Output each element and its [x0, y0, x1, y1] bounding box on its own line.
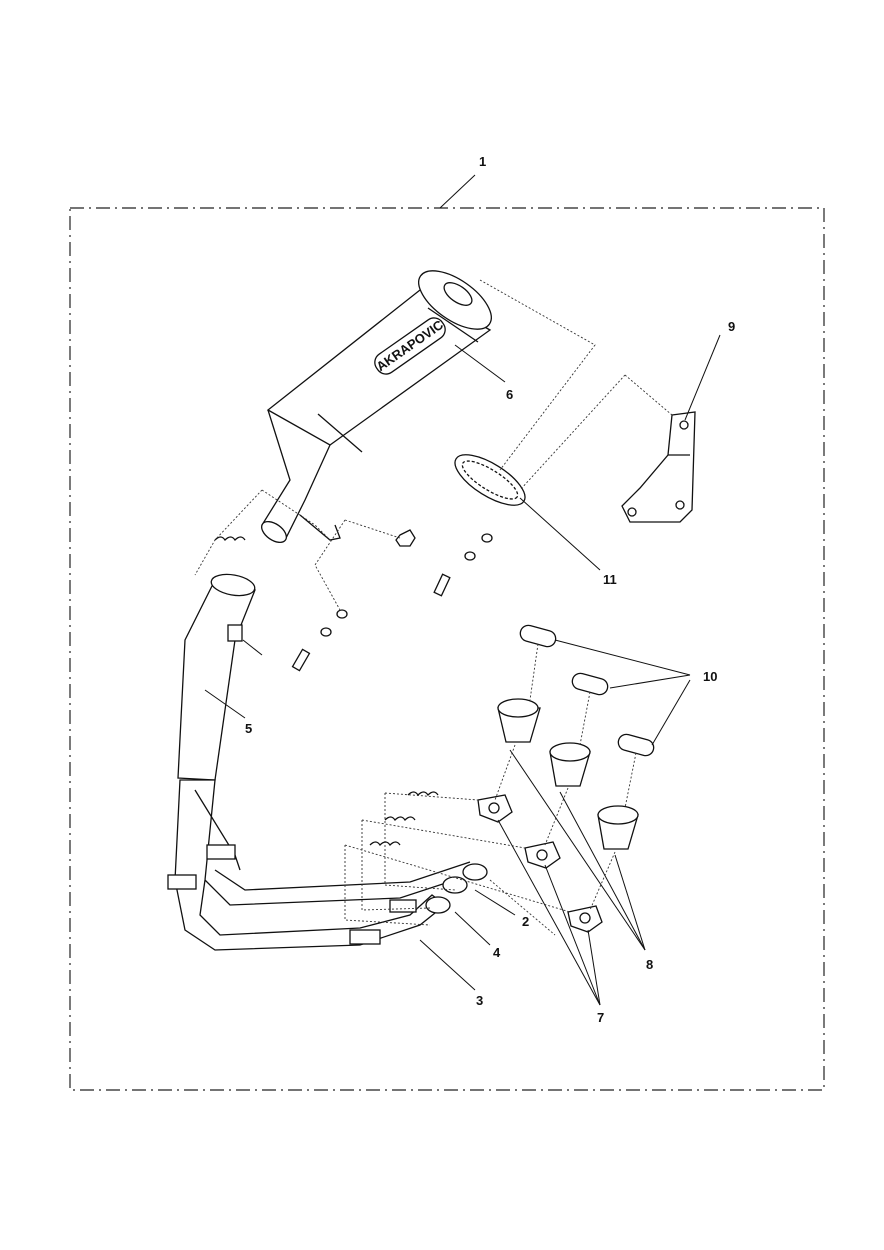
callout-8: 8 — [646, 957, 653, 972]
kit-boundary-frame — [69, 207, 825, 1091]
callout-6: 6 — [506, 387, 513, 402]
callout-3: 3 — [476, 993, 483, 1008]
header-pipes — [167, 779, 488, 951]
callout-9: 9 — [728, 319, 735, 334]
callout-2: 2 — [522, 914, 529, 929]
assembly-lines — [194, 279, 673, 936]
leader-lines — [204, 174, 721, 1006]
gaskets — [519, 624, 655, 757]
link-pipe — [177, 573, 256, 781]
callout-labels: 1 2 3 4 5 6 7 8 9 10 11 — [245, 154, 735, 1025]
fasteners — [291, 529, 493, 672]
springs — [214, 536, 439, 847]
mounting-bracket — [621, 411, 696, 523]
sleeves — [497, 698, 639, 850]
flanges — [477, 794, 603, 933]
clamp-band — [454, 454, 526, 506]
callout-1: 1 — [479, 154, 486, 169]
callout-10: 10 — [703, 669, 717, 684]
silencer-logo-plate — [374, 317, 446, 375]
silencer: AKRAPOVIC — [260, 270, 492, 544]
callout-4: 4 — [493, 945, 501, 960]
callout-11: 11 — [603, 572, 617, 587]
callout-7: 7 — [597, 1010, 604, 1025]
callout-5: 5 — [245, 721, 252, 736]
